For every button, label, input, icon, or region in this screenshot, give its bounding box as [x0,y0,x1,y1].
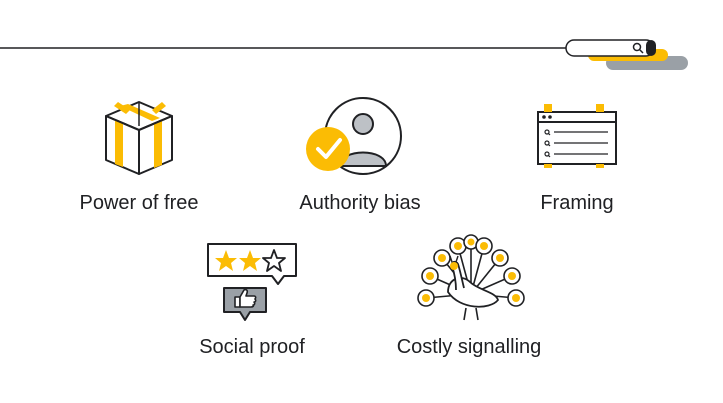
search-bar-end-cap [646,40,656,56]
label-power-of-free: Power of free [79,192,199,214]
search-icon [632,42,644,54]
gift-box-icon [105,101,173,175]
star-outline-3 [262,249,286,272]
thumbs-up-icon [234,288,257,308]
peacock-icon [417,234,525,321]
authority-badge-icon [306,97,402,175]
star-filled-2 [239,250,261,271]
header-rule-and-search-illustration [0,39,688,70]
label-authority-bias: Authority bias [299,192,421,214]
rating-thumbs-up-icon [207,243,297,321]
label-social-proof: Social proof [199,336,305,358]
framed-browser-icon [537,104,617,168]
label-costly-signalling: Costly signalling [396,336,542,358]
star-filled-1 [215,250,237,271]
label-framing: Framing [540,192,614,214]
